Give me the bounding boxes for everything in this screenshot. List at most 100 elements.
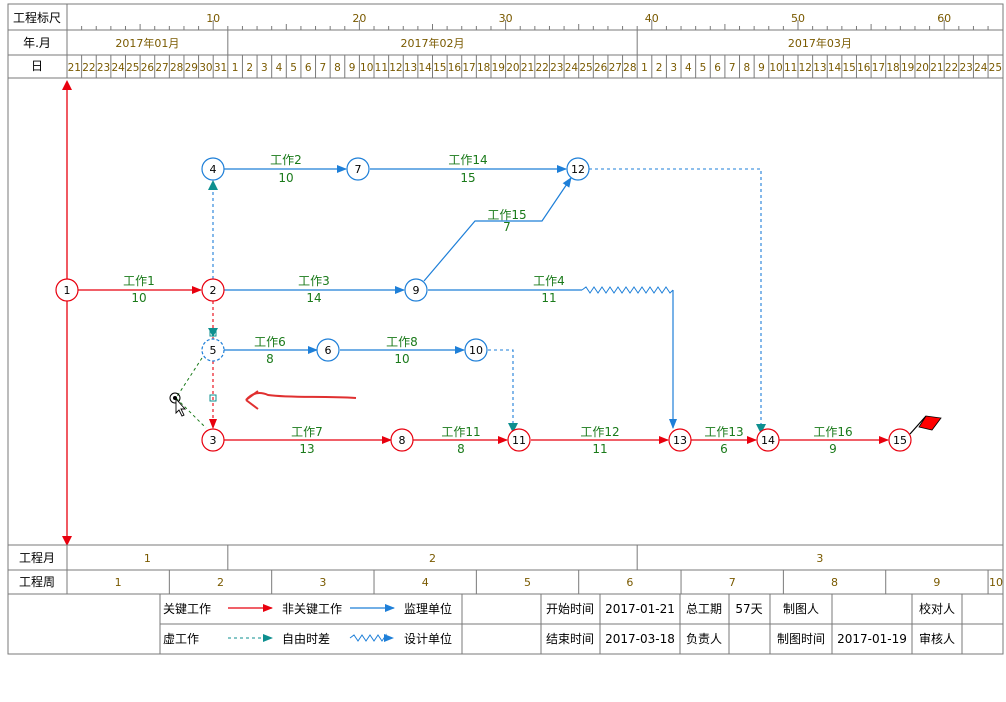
day-cell: 22: [82, 62, 95, 74]
day-cell: 28: [170, 62, 183, 74]
scale-tick-label: 30: [499, 12, 513, 25]
activity-duration: 11: [592, 442, 607, 456]
day-cell: 1: [641, 62, 648, 74]
day-cell: 11: [784, 62, 797, 74]
activity-duration: 10: [131, 291, 146, 305]
node-12[interactable]: 12: [566, 157, 590, 181]
day-cell: 28: [623, 62, 636, 74]
activity-arrow-15[interactable]: [423, 177, 572, 282]
legend-critical-work: 关键工作: [163, 602, 211, 616]
node-2[interactable]: 2: [201, 278, 225, 302]
day-cell: 7: [320, 62, 327, 74]
svg-text:10: 10: [469, 344, 483, 357]
draw-time-value: 2017-01-19: [837, 632, 907, 646]
project-week-cell: 10: [989, 576, 1003, 589]
legend-designer-label: 设计单位: [404, 631, 452, 646]
node-9[interactable]: 9: [404, 278, 428, 302]
day-cell: 30: [199, 62, 212, 74]
day-cell: 25: [126, 62, 139, 74]
svg-text:11: 11: [512, 434, 526, 447]
day-cell: 10: [769, 62, 782, 74]
activity-name: 工作6: [254, 335, 286, 349]
project-month-cell: 1: [144, 552, 151, 565]
day-cell: 18: [886, 62, 899, 74]
day-row-label: 日: [31, 59, 43, 73]
project-week-cell: 6: [626, 576, 633, 589]
day-cell: 24: [111, 62, 125, 74]
draw-time-label: 制图时间: [777, 632, 825, 646]
scale-tick-label: 60: [937, 12, 951, 25]
activity-name: 工作13: [704, 425, 743, 439]
day-cell: 9: [758, 62, 765, 74]
start-time-value: 2017-01-21: [605, 602, 675, 616]
node-15[interactable]: 15: [888, 428, 912, 452]
total-duration-value: 57天: [735, 602, 762, 616]
activity-name: 工作15: [487, 208, 526, 222]
month-cell: 2017年02月: [401, 36, 465, 50]
day-cell: 15: [433, 62, 446, 74]
day-cell: 1: [232, 62, 239, 74]
legend-info-table: 关键工作 非关键工作 监理单位 虚工作 自由时差 设计单位 开始时间 2017-…: [7, 593, 1004, 655]
project-week-label: 工程周: [19, 574, 55, 589]
project-month-cell: 3: [816, 552, 823, 565]
node-8[interactable]: 8: [390, 428, 414, 452]
day-cell: 23: [97, 62, 110, 74]
node-13[interactable]: 13: [668, 428, 692, 452]
activity-duration: 11: [541, 291, 556, 305]
start-boundary-line: [62, 80, 72, 546]
svg-text:7: 7: [355, 163, 362, 176]
activity-name: 工作11: [441, 425, 480, 439]
end-time-value: 2017-03-18: [605, 632, 675, 646]
node-14[interactable]: 14: [756, 428, 780, 452]
month-row-label: 年.月: [23, 36, 51, 50]
svg-text:15: 15: [893, 434, 907, 447]
node-11[interactable]: 11: [507, 428, 531, 452]
svg-text:1: 1: [64, 284, 71, 297]
svg-text:5: 5: [210, 344, 217, 357]
dummy-arrow-10-11[interactable]: [488, 349, 514, 429]
node-1[interactable]: 1: [55, 278, 79, 302]
day-cell: 13: [404, 62, 417, 74]
day-cell: 11: [375, 62, 388, 74]
activity-duration: 13: [299, 442, 314, 456]
svg-text:2: 2: [210, 284, 217, 297]
day-cell: 23: [550, 62, 563, 74]
node-6[interactable]: 6: [316, 338, 340, 362]
node-7[interactable]: 7: [346, 157, 370, 181]
activity-name: 工作4: [533, 274, 565, 288]
responsible-label: 负责人: [686, 632, 722, 646]
scale-tick-label: 10: [206, 12, 220, 25]
node-5[interactable]: 5: [201, 338, 225, 362]
day-cell: 17: [462, 62, 475, 74]
scale-row-label: 工程标尺: [13, 10, 61, 25]
activity-duration: 8: [266, 352, 274, 366]
checker-label: 校对人: [919, 601, 955, 616]
drawer-label: 制图人: [783, 602, 819, 616]
activity-name: 工作14: [448, 153, 487, 167]
activity-name: 工作2: [270, 153, 302, 167]
day-cell: 6: [714, 62, 721, 74]
drag-handle-middle[interactable]: [209, 394, 217, 402]
day-cell: 23: [959, 62, 972, 74]
day-cell: 7: [729, 62, 736, 74]
free-float-wave-4: [581, 286, 674, 294]
legend-dummy-work: 虚工作: [163, 632, 199, 646]
event-nodes: 1 2 3 4 5 6 7 8 9 10 11 12 13 14 15: [55, 157, 942, 452]
drag-handle-top[interactable]: [209, 329, 217, 337]
node-3[interactable]: 3: [201, 428, 225, 452]
node-4[interactable]: 4: [201, 157, 225, 181]
day-cell: 9: [349, 62, 356, 74]
total-duration-label: 总工期: [686, 602, 722, 616]
project-week-cell: 9: [933, 576, 940, 589]
activity-duration: 9: [829, 442, 837, 456]
day-cell: 4: [685, 62, 692, 74]
day-cell: 14: [828, 62, 842, 74]
day-cell: 20: [916, 62, 929, 74]
day-cell: 6: [305, 62, 312, 74]
node-10[interactable]: 10: [464, 338, 488, 362]
day-cell: 20: [506, 62, 519, 74]
project-month-label: 工程月: [19, 550, 55, 565]
day-cell: 26: [594, 62, 608, 74]
